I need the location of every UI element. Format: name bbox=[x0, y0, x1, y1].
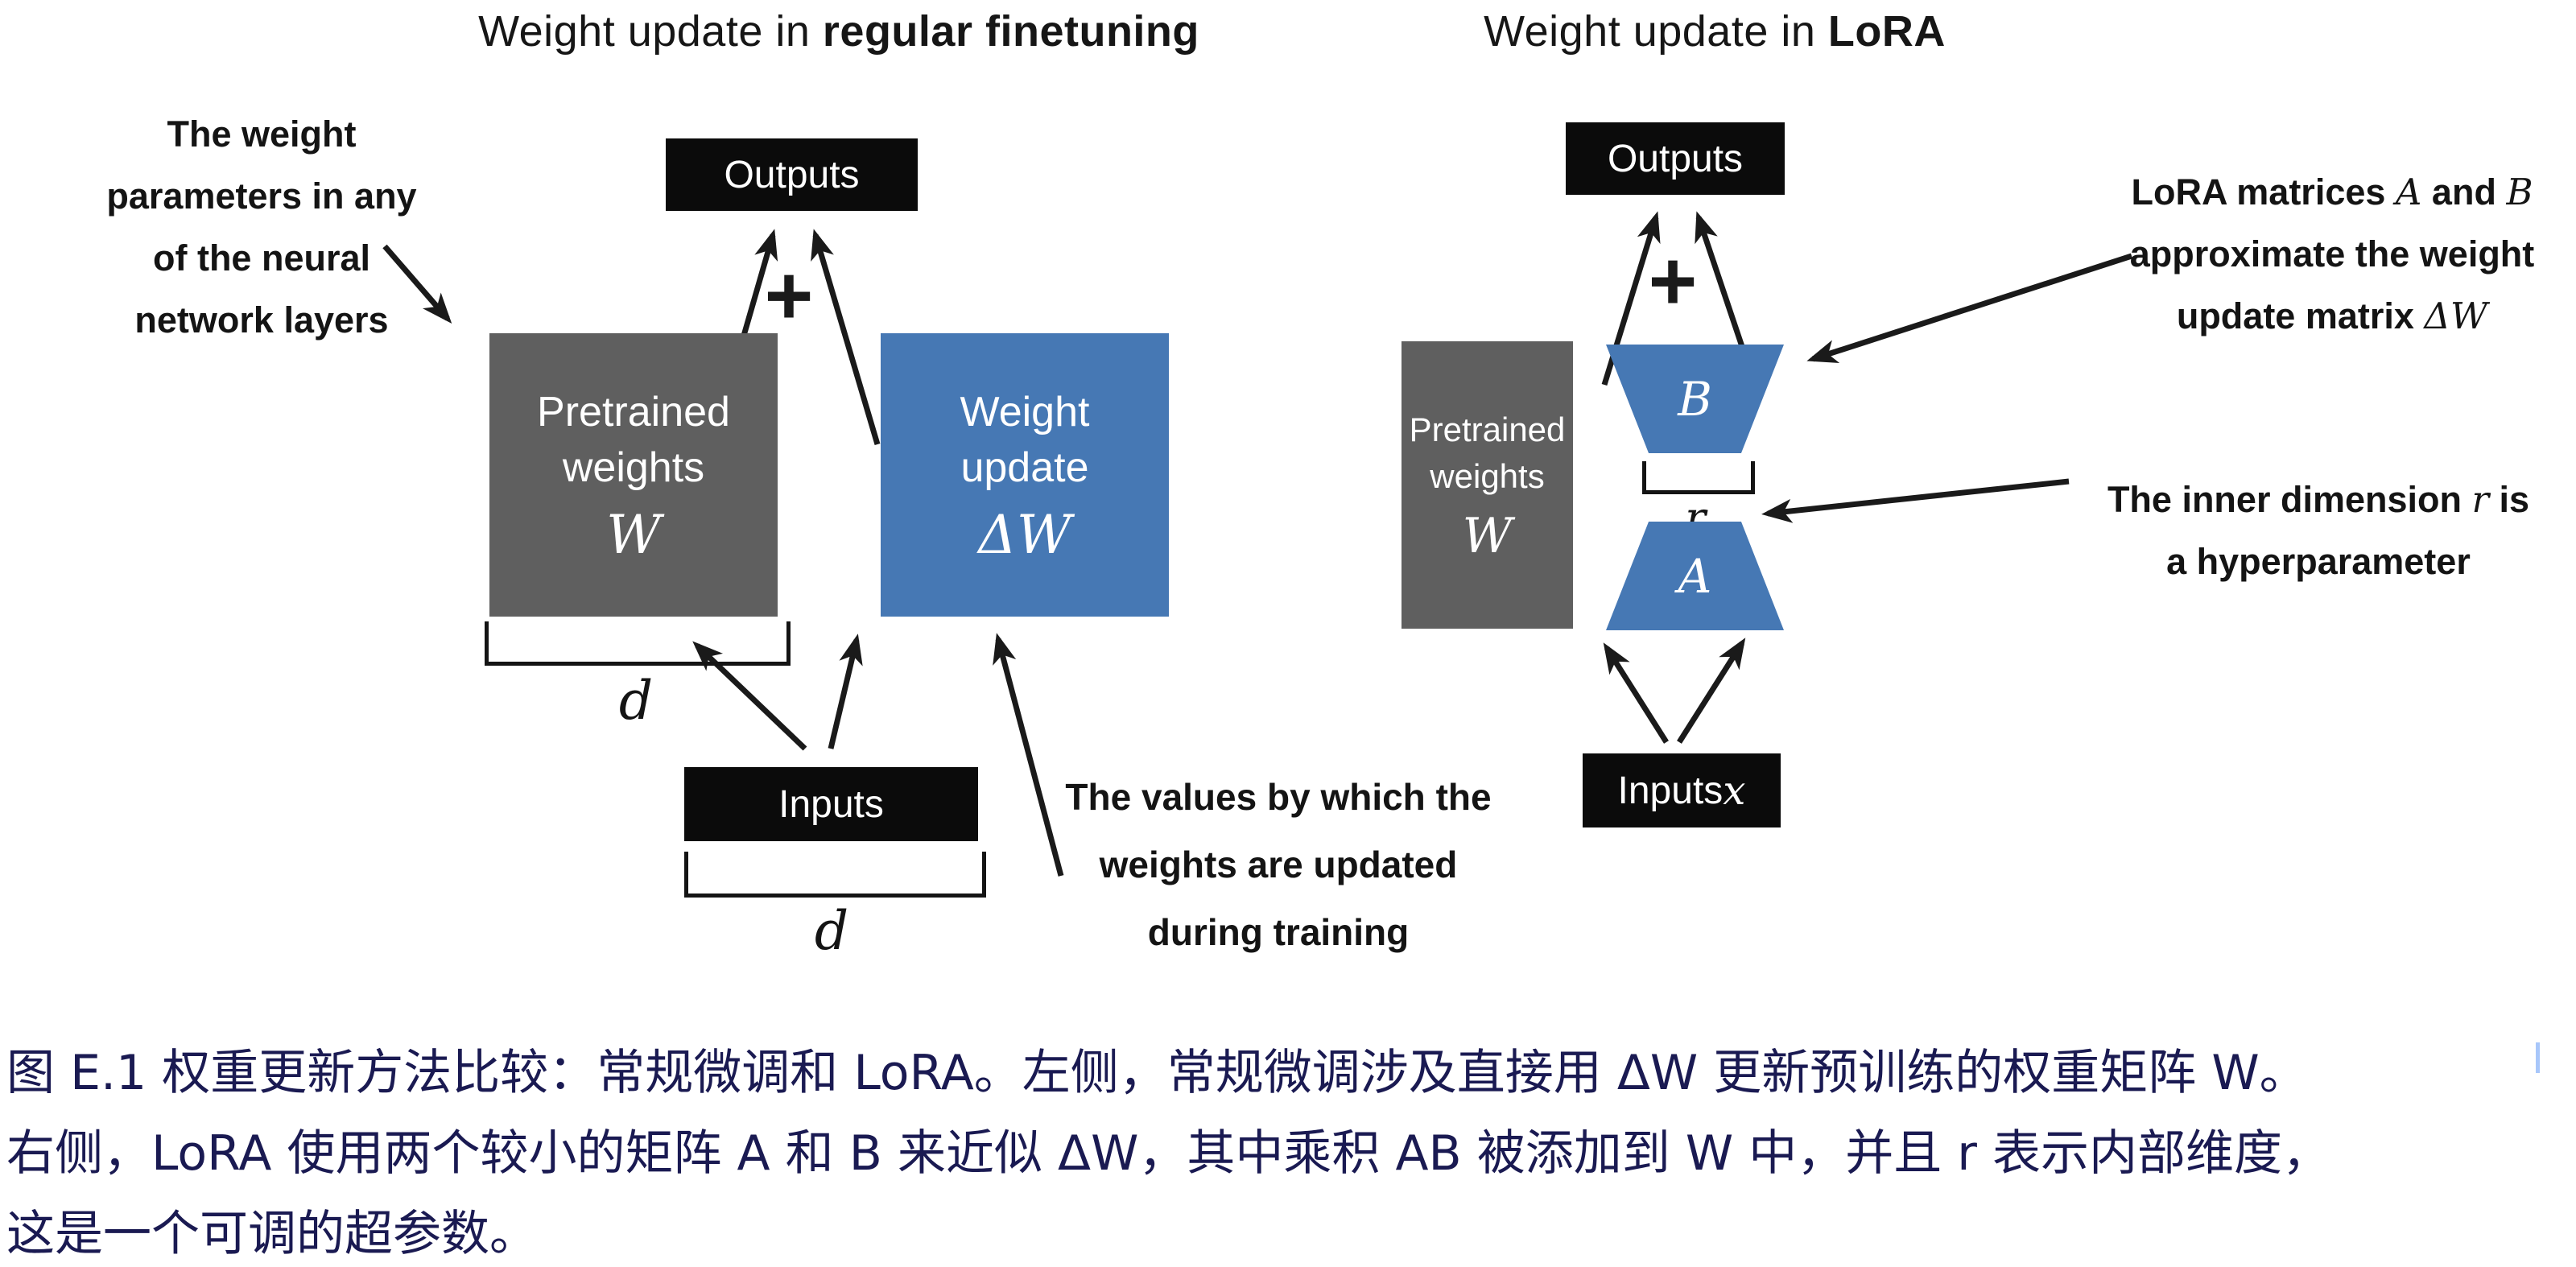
right-inputs-box: Inputs x bbox=[1583, 753, 1781, 827]
r-bracket bbox=[1642, 461, 1755, 494]
right-panel-title: Weight update in LoRA bbox=[1484, 6, 1946, 56]
box-line: Pretrained bbox=[1409, 410, 1566, 448]
b-symbol: B bbox=[2506, 171, 2533, 213]
text-cursor bbox=[2536, 1042, 2540, 1073]
left-weight-update-box: Weight update ΔW bbox=[881, 333, 1169, 617]
annotation-text: is bbox=[2489, 479, 2530, 520]
annotation-text: The inner dimension bbox=[2107, 479, 2472, 520]
caption-line-3: 这是一个可调的超参数。 bbox=[6, 1206, 538, 1262]
annotation-line: update matrix ΔW bbox=[2130, 285, 2535, 347]
w-symbol: W bbox=[1462, 507, 1513, 564]
annotation-line: during training bbox=[1147, 911, 1410, 953]
left-values-note-arrow bbox=[993, 633, 1064, 877]
annotation-text: update matrix bbox=[2176, 295, 2425, 336]
left-plus-sign: + bbox=[764, 249, 814, 343]
box-line: weights bbox=[562, 444, 705, 491]
box-line: Weight bbox=[960, 388, 1090, 435]
w-symbol: W bbox=[606, 503, 661, 566]
annotation-text: and bbox=[2421, 171, 2507, 213]
box-line: weights bbox=[1430, 456, 1545, 495]
caption-line-1: 图 E.1 权重更新方法比较：常规微调和 LoRA。左侧，常规微调涉及直接用 Δ… bbox=[6, 1045, 2308, 1101]
left-title-bold: regular finetuning bbox=[822, 7, 1199, 56]
right-inputs-to-a-arrow bbox=[1677, 638, 1746, 744]
b-symbol: B bbox=[1678, 371, 1712, 427]
annotation-line: LoRA matrices A and B bbox=[2130, 161, 2535, 223]
inner-dim-note-arrow bbox=[1761, 478, 2070, 523]
left-outputs-box: Outputs bbox=[666, 138, 918, 211]
annotation-line: The weight bbox=[167, 113, 357, 155]
r-symbol: r bbox=[2471, 478, 2490, 521]
annotation-line: network layers bbox=[134, 299, 389, 340]
right-inputs-to-w-arrow bbox=[1603, 642, 1669, 744]
a-symbol: A bbox=[2395, 171, 2422, 213]
annotation-line: parameters in any bbox=[106, 175, 417, 217]
annotation-line: approximate the weight bbox=[2129, 233, 2535, 274]
inner-dimension-annotation: The inner dimension r is a hyperparamete… bbox=[2107, 468, 2529, 592]
left-inputs-to-dw-arrow bbox=[828, 634, 863, 749]
figure-caption: 图 E.1 权重更新方法比较：常规微调和 LoRA。左侧，常规微调涉及直接用 Δ… bbox=[6, 1033, 2574, 1267]
annotation-line: The values by which the bbox=[1065, 776, 1492, 818]
right-title-prefix: Weight update in bbox=[1484, 7, 1828, 56]
left-d-label-weights: d bbox=[618, 670, 654, 732]
annotation-line: a hyperparameter bbox=[2166, 541, 2471, 582]
delta-w-symbol: ΔW bbox=[2424, 295, 2488, 337]
left-panel-title: Weight update in regular finetuning bbox=[478, 6, 1199, 56]
left-inputs-label: Inputs bbox=[778, 782, 884, 826]
lora-note-arrow bbox=[1806, 253, 2133, 364]
left-weights-annotation: The weight parameters in any of the neur… bbox=[106, 103, 416, 351]
right-outputs-label: Outputs bbox=[1607, 137, 1744, 180]
lora-matrix-b: B bbox=[1606, 345, 1784, 453]
caption-line-2: 右侧，LoRA 使用两个较小的矩阵 A 和 B 来近似 ΔW，其中乘积 AB 被… bbox=[6, 1125, 2331, 1182]
left-d-bracket-weights bbox=[485, 621, 791, 666]
right-plus-sign: + bbox=[1648, 234, 1698, 328]
right-inputs-label: Inputs bbox=[1617, 769, 1724, 812]
annotation-text: LoRA matrices bbox=[2131, 171, 2396, 213]
right-outputs-box: Outputs bbox=[1566, 122, 1785, 195]
lora-matrices-annotation: LoRA matrices A and B approximate the we… bbox=[2130, 161, 2535, 347]
left-dw-to-outputs-arrow bbox=[811, 229, 881, 445]
left-values-annotation: The values by which the weights are upda… bbox=[1065, 763, 1491, 966]
left-outputs-label: Outputs bbox=[724, 153, 860, 196]
a-symbol: A bbox=[1678, 548, 1712, 604]
lora-matrix-a: A bbox=[1606, 522, 1784, 630]
delta-w-symbol: ΔW bbox=[978, 503, 1071, 566]
left-d-label-inputs: d bbox=[814, 900, 849, 962]
x-symbol: x bbox=[1723, 767, 1746, 814]
annotation-line: The inner dimension r is bbox=[2107, 468, 2529, 530]
annotation-line: weights are updated bbox=[1099, 844, 1458, 885]
right-title-bold: LoRA bbox=[1827, 7, 1946, 56]
box-line: Pretrained bbox=[537, 388, 730, 435]
annotation-line: of the neural bbox=[152, 237, 371, 279]
left-pretrained-weights-box: Pretrained weights W bbox=[489, 333, 778, 617]
left-title-prefix: Weight update in bbox=[478, 7, 823, 56]
left-inputs-box: Inputs bbox=[684, 767, 978, 841]
left-d-bracket-inputs bbox=[684, 852, 986, 898]
right-pretrained-weights-box: Pretrained weights W bbox=[1402, 341, 1573, 629]
box-line: update bbox=[960, 444, 1089, 491]
